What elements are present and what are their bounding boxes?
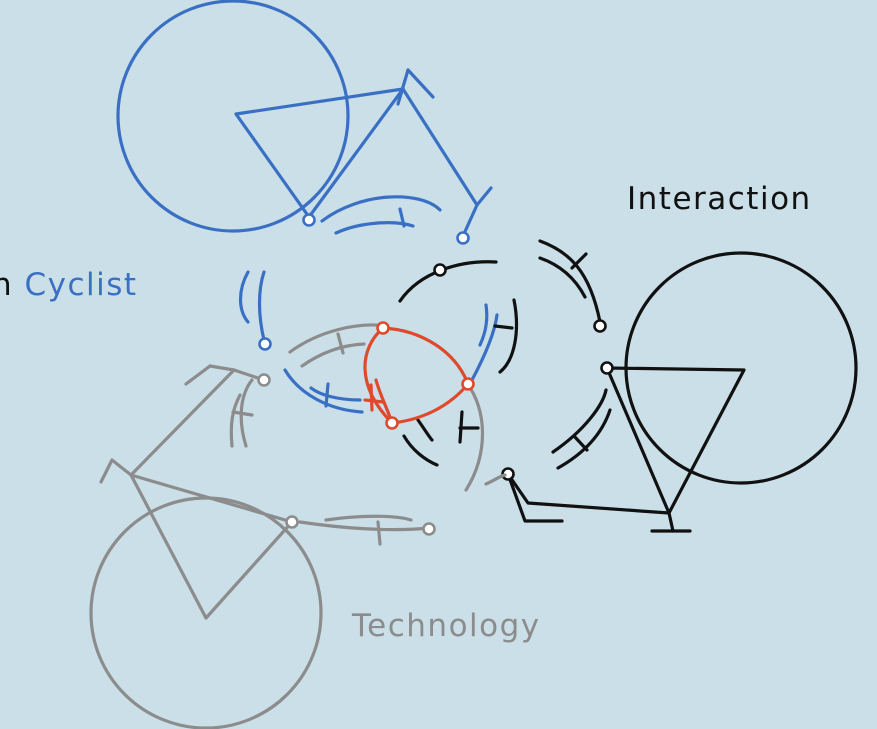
interaction-frame	[605, 366, 746, 515]
interaction-tick-3	[572, 434, 589, 452]
cyclist-down-tube	[401, 87, 479, 207]
interaction-arc-right	[538, 239, 602, 324]
interaction-tick-1	[570, 252, 588, 270]
cyclist-node-2	[456, 231, 470, 245]
technology-wheel	[89, 496, 323, 729]
technology-node-2	[285, 515, 299, 529]
cyclist-arc-center	[283, 368, 364, 414]
technology-arc-right	[464, 380, 485, 492]
technology-top-tube	[129, 368, 236, 477]
center-node-3	[385, 416, 399, 430]
interaction-arc-center-2	[416, 418, 434, 442]
technology-rear-handle	[99, 458, 133, 484]
technology-crank	[376, 520, 382, 546]
center-arc-left	[363, 326, 394, 425]
interaction-pedal	[506, 472, 564, 523]
interaction-arc-mid	[498, 298, 518, 374]
interaction-arc-lower	[551, 388, 608, 454]
center-tick-2	[369, 383, 374, 412]
interaction-arc-lower-2	[556, 408, 612, 470]
cyclist-bicycle-icon	[116, 0, 499, 414]
cyclist-seat-bracket	[238, 270, 250, 324]
center-arc-bottom	[390, 382, 470, 425]
center-node-1	[376, 321, 390, 335]
cyclist-handlebar-cap	[406, 68, 435, 99]
cyclist-frame	[234, 87, 405, 219]
interaction-rear	[506, 472, 671, 515]
technology-bicycle-icon	[89, 323, 507, 729]
technology-chain-arc	[298, 520, 430, 532]
cyclist-label: n Cyclist	[0, 270, 138, 301]
cyclist-fork-tip	[461, 203, 479, 238]
cyclist-crank	[398, 207, 406, 228]
interaction-arc-right-2	[538, 256, 587, 299]
cyclist-label-prefix: n	[0, 267, 14, 303]
cyclist-fork	[475, 186, 493, 207]
technology-arc-top-2	[300, 342, 366, 368]
interaction-node-4	[501, 467, 515, 481]
cyclist-chain-arc	[320, 195, 442, 223]
center-intersection-icon	[363, 321, 475, 430]
cyclist-arc-right-2	[478, 303, 489, 347]
interaction-bicycle-icon	[398, 239, 858, 533]
technology-handle	[208, 364, 236, 372]
interaction-node-2	[593, 319, 607, 333]
technology-arc-left-2	[229, 393, 242, 448]
technology-label: Technology	[352, 608, 541, 644]
technology-handle-2	[184, 364, 212, 386]
center-arc-top	[381, 326, 470, 386]
interaction-arc-center	[402, 434, 439, 467]
interaction-label: Interaction	[627, 181, 812, 217]
center-tick	[363, 398, 385, 404]
cyclist-wheel	[116, 0, 350, 233]
interaction-node-1	[433, 263, 447, 277]
technology-tick-1	[231, 410, 254, 417]
technology-frame	[129, 473, 294, 620]
interaction-node-3	[600, 361, 614, 375]
interaction-stand	[667, 511, 675, 533]
cyclist-chain-arc-inner	[334, 221, 415, 235]
technology-chain-arc-2	[324, 514, 413, 522]
cyclist-tick	[324, 382, 330, 408]
technology-node-3	[422, 522, 436, 536]
cyclist-arc-center-2	[309, 386, 362, 402]
cyclist-arc-right	[470, 313, 499, 382]
center-node-2	[461, 377, 475, 391]
cyclist-node-1	[302, 213, 316, 227]
cyclist-label-text: Cyclist	[24, 267, 138, 303]
cyclist-handlebar	[396, 68, 410, 106]
technology-node-1	[257, 373, 271, 387]
interaction-tick-2	[493, 324, 514, 330]
cyclist-seat-bracket-2	[257, 270, 266, 342]
technology-arc-small	[484, 473, 507, 486]
technology-arc-left	[239, 378, 254, 448]
interaction-arc-top	[398, 260, 498, 303]
cyclist-node-3	[258, 337, 272, 351]
technology-tick-2	[336, 332, 345, 355]
